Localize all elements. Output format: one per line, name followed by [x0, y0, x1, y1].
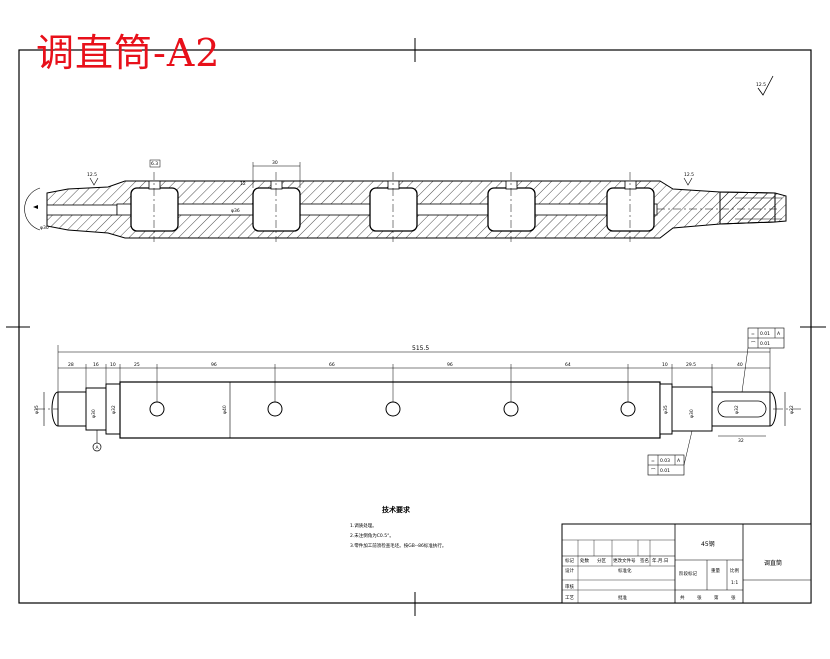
svg-text:0.01: 0.01: [760, 341, 770, 347]
left-dia-dim: φ35: [34, 405, 40, 414]
section-chambers: [130, 172, 655, 242]
note-item: 2.未注倒角为C0.5°。: [350, 532, 394, 539]
chamber: [130, 187, 179, 232]
technical-notes: 技术要求 1.调质处理。 2.未注倒角为C0.5°。 3.零件加工前须检查毛坯。…: [350, 505, 446, 549]
tb-check-label: 审核: [565, 583, 574, 590]
notes-title: 技术要求: [382, 505, 411, 514]
tb-scale-label: 比例: [730, 567, 739, 574]
tb-design-label: 设计: [565, 567, 574, 574]
note-item: 1.调质处理。: [350, 522, 377, 529]
tb-sheet-cell: 第: [714, 594, 719, 601]
tb-header: 处数: [580, 557, 589, 564]
tb-scale-value: 1:1: [731, 580, 738, 586]
left-journal-dim: φ30: [91, 409, 97, 418]
datum-label: A: [96, 445, 100, 451]
radial-hole: [267, 401, 283, 417]
tb-header: 更改文件号: [613, 557, 636, 564]
roughness-symbol: 12.5: [756, 75, 774, 96]
note-item: 3.零件加工前须检查毛坯。按GB--86标准执行。: [350, 542, 446, 549]
section-bore: [46, 204, 118, 216]
tb-header: 标记: [565, 557, 574, 564]
elevation-view: 515.5 28 16 10 25 96 66 96 64 10 29.5 40: [34, 327, 802, 476]
tb-weight-label: 重量: [711, 567, 720, 574]
seg-dim: 96: [447, 362, 453, 368]
svg-text:0.01: 0.01: [660, 468, 670, 474]
chamber: [369, 187, 418, 232]
tb-header: 年.月.日: [652, 557, 668, 564]
right-journal-dim: φ30: [689, 409, 695, 418]
radial-hole: [149, 401, 165, 417]
radial-hole: [385, 401, 401, 417]
bore-dim: φ30: [40, 225, 49, 231]
tb-part-name: 调直筒: [764, 559, 782, 567]
journal-dia-dim: φ35: [663, 405, 669, 414]
tb-header: 签名: [640, 557, 649, 564]
tb-material: 45钢: [701, 540, 715, 548]
overall-length-dim: 515.5: [412, 345, 429, 352]
tb-stage-label: 阶段标记: [679, 570, 697, 577]
radial-hole: [503, 401, 519, 417]
tolerance-frame-bottom: = 0.03 A ⌒ 0.01: [647, 430, 693, 476]
chamber: [487, 187, 536, 232]
svg-text:=: =: [751, 332, 755, 337]
roughness-left: 12.5: [87, 172, 97, 178]
tb-process-label: 工艺: [565, 595, 574, 601]
tb-approve-label: 批准: [618, 594, 627, 601]
inlet-dim: 6.3: [151, 161, 158, 167]
svg-text:⌒: ⌒: [751, 341, 756, 347]
seg-dim: 29.5: [686, 362, 696, 368]
right-dia-dim: φ32: [734, 405, 740, 414]
left-stub: [57, 391, 87, 427]
chamber: [606, 187, 655, 232]
seg-dim: 10: [110, 362, 116, 368]
svg-text:A: A: [677, 458, 681, 464]
keyway: [717, 400, 767, 418]
roughness-right: 12.5: [684, 172, 694, 178]
radial-hole: [620, 401, 636, 417]
seg-dim: 40: [737, 362, 743, 368]
seg-dim: 28: [68, 362, 74, 368]
sheet-border: [18, 49, 812, 604]
seg-dim: 66: [329, 362, 335, 368]
tb-standard-label: 标准化: [618, 567, 632, 574]
chamfer-dim: 12: [240, 181, 246, 187]
hole-width-dim: 30: [272, 160, 278, 166]
chamber: [252, 187, 301, 232]
seg-dim: 96: [211, 362, 217, 368]
drawing-title: 调直筒-A2: [36, 31, 221, 75]
seg-dim: 25: [134, 362, 140, 368]
svg-text:0.03: 0.03: [660, 458, 670, 464]
svg-text:A: A: [777, 331, 781, 337]
bore-section-dim: φ36: [231, 208, 240, 214]
tb-header: 分区: [597, 557, 606, 564]
keyway-dim: 32: [738, 438, 744, 444]
seg-dim: 64: [565, 362, 571, 368]
title-block: 标记 处数 分区 更改文件号 签名 年.月.日 设计 标准化 审核 工艺 批准 …: [561, 523, 812, 604]
svg-text:0.01: 0.01: [760, 331, 770, 337]
roughness-value: 12.5: [756, 82, 766, 88]
body-dia-dim: φ40: [222, 405, 228, 414]
datum-marker: [92, 442, 102, 452]
section-view: 30 6.3 12 φ36 φ30 12.5 12.5: [24, 159, 787, 242]
tb-sheet-cell: 张: [697, 594, 702, 601]
right-end-dim: φ22: [789, 405, 795, 414]
left-small-dia-dim: φ32: [111, 405, 117, 414]
seg-dim: 10: [662, 362, 668, 368]
tb-sheet-cell: 共: [680, 594, 685, 601]
tolerance-frame-top: = 0.01 A ⌒ 0.01: [741, 327, 785, 393]
section-right-end: [719, 191, 787, 225]
seg-dim: 16: [93, 362, 99, 368]
svg-text:=: =: [651, 459, 655, 464]
tb-sheet-cell: 张: [731, 594, 736, 601]
svg-text:⌒: ⌒: [651, 468, 656, 474]
